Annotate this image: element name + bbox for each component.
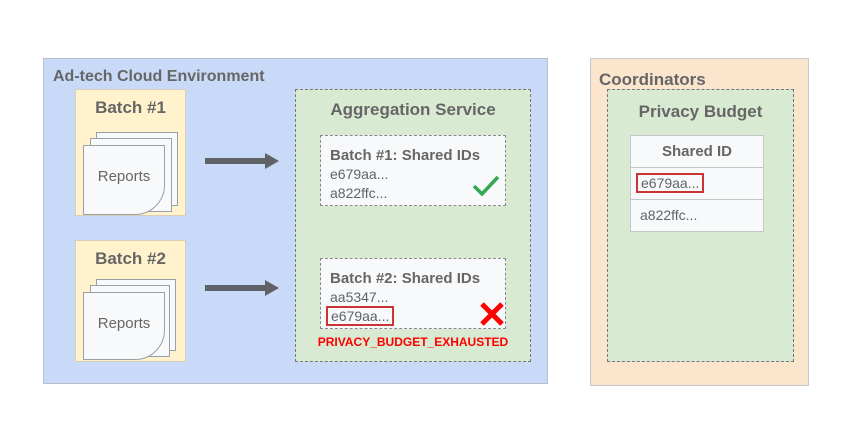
reports-label: Reports [97, 168, 151, 185]
error-message: PRIVACY_BUDGET_EXHAUSTED [317, 335, 509, 349]
arrow-right-icon [205, 158, 267, 164]
shared-id-highlighted: e679aa... [326, 306, 395, 326]
batch-title: Batch #2 [95, 249, 166, 268]
shared-id: a822ffc... [330, 185, 388, 201]
shared-id: e679aa... [330, 166, 389, 182]
report-page [83, 145, 165, 215]
service-title: Aggregation Service [330, 100, 496, 119]
privacy-budget-title: Privacy Budget [638, 102, 763, 121]
batch-1: Batch #1 Reports [75, 89, 186, 216]
x-icon [480, 302, 504, 326]
table-row: a822ffc... [640, 207, 698, 223]
arrows [205, 153, 279, 296]
batch-2-shared-ids: Batch #2: Shared IDs aa5347... e679aa... [320, 258, 506, 329]
shared-id-highlighted: e679aa... [636, 173, 705, 193]
batch-1-shared-ids: Batch #1: Shared IDs e679aa... a822ffc..… [320, 135, 506, 206]
batch-title: Batch #1 [95, 98, 166, 117]
ids-title: Batch #2: Shared IDs [330, 270, 481, 287]
check-icon [472, 175, 500, 197]
shared-id: aa5347... [330, 289, 389, 305]
table-header: Shared ID [631, 136, 763, 168]
arrow-right-icon [205, 285, 267, 291]
batch-2: Batch #2 Reports [75, 240, 186, 362]
ids-title: Batch #1: Shared IDs [330, 147, 481, 164]
table-row: e679aa... [631, 168, 763, 200]
coordinators-title: Coordinators [599, 70, 706, 89]
report-page [83, 292, 165, 360]
shared-id-table: Shared ID e679aa... a822ffc... [630, 135, 764, 232]
reports-label: Reports [97, 315, 151, 332]
environment-title: Ad-tech Cloud Environment [53, 68, 265, 85]
